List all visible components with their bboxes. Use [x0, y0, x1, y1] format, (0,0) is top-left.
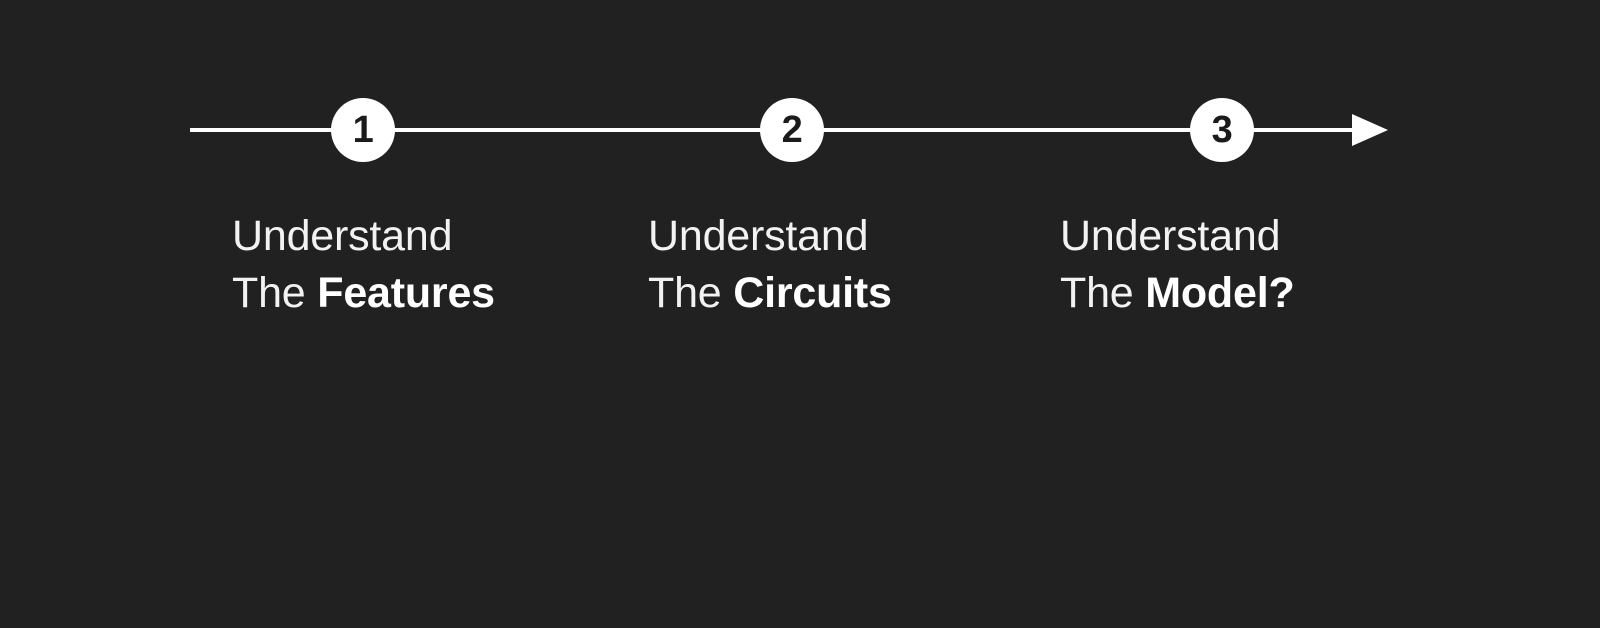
- caption-line-1: Understand: [648, 212, 869, 260]
- timeline-step-marker-2[interactable]: 2: [760, 98, 824, 162]
- caption-line-1: Understand: [232, 212, 453, 260]
- node-graphs-svg: [0, 380, 1600, 628]
- stage-column-features: Understand The Features: [232, 208, 632, 322]
- stage-column-model: Understand The Model?: [1060, 208, 1460, 322]
- caption-line-2-strong: Features: [317, 269, 495, 318]
- caption-line-2-light: The: [232, 269, 318, 318]
- caption-line-2-strong: Model?: [1145, 269, 1295, 318]
- timeline: 1 2 3: [0, 0, 1600, 200]
- caption-line-1: Understand: [1060, 212, 1281, 260]
- caption-line-2-strong: Circuits: [733, 269, 892, 318]
- caption-line-2: The Model?: [1060, 265, 1460, 322]
- stage-column-circuits: Understand The Circuits: [648, 208, 1048, 322]
- timeline-step-marker-3[interactable]: 3: [1190, 98, 1254, 162]
- diagram-layer: [0, 380, 1600, 560]
- caption-line-2-light: The: [1060, 269, 1146, 318]
- timeline-step-marker-1[interactable]: 1: [331, 98, 395, 162]
- caption-line-2: The Circuits: [648, 265, 1048, 322]
- stage-caption-circuits: Understand The Circuits: [648, 208, 1048, 322]
- stage-caption-model: Understand The Model?: [1060, 208, 1460, 322]
- caption-line-2-light: The: [648, 269, 734, 318]
- caption-line-2: The Features: [232, 265, 632, 322]
- stage-caption-features: Understand The Features: [232, 208, 632, 322]
- timeline-arrowhead-icon: [1352, 114, 1388, 146]
